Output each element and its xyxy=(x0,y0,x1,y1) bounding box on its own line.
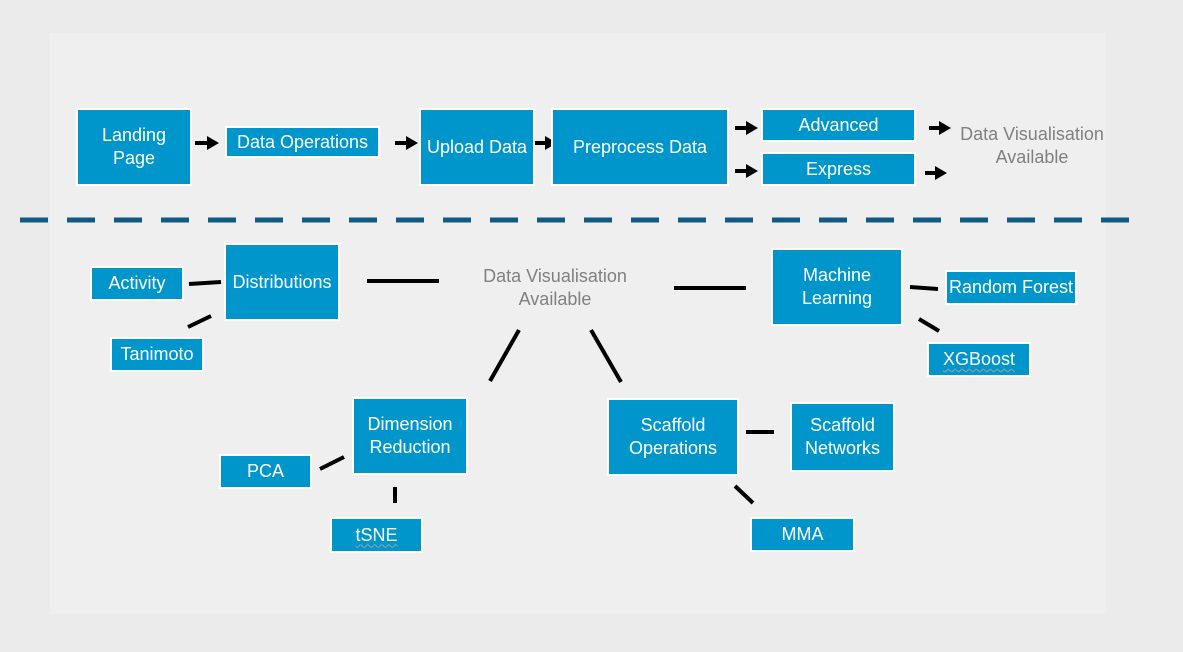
preprocess-data-node: Preprocess Data xyxy=(551,108,729,186)
upload-data-node: Upload Data xyxy=(419,108,535,186)
scaffold-operations-node: Scaffold Operations xyxy=(607,398,739,476)
random-forest-label: Random Forest xyxy=(948,277,1074,297)
dimension-reduction-label: Dimension Reduction xyxy=(367,414,453,457)
xgboost-node: XGBoost xyxy=(927,342,1031,377)
connector-dimension-reduction-pca xyxy=(319,455,345,471)
map-center-label: Data Visualisation Available xyxy=(483,266,627,309)
pca-label: PCA xyxy=(246,461,284,481)
express-node: Express xyxy=(761,152,916,186)
connector-scaffold-operations-mma xyxy=(733,484,755,505)
machine-learning-label: Machine Learning xyxy=(801,265,873,308)
pca-node: PCA xyxy=(219,454,312,489)
connector-machine-learning-xgboost xyxy=(917,317,941,333)
connector-center-scaffold-operations xyxy=(589,329,623,383)
machine-learning-node: Machine Learning xyxy=(771,248,903,326)
activity-label: Activity xyxy=(108,273,166,293)
arrow-landing-to-data-operations xyxy=(195,136,219,150)
arrow-express-to-visualisation xyxy=(925,166,947,180)
flow-data-visualisation-label: Data Visualisation Available xyxy=(960,124,1104,167)
express-label: Express xyxy=(805,158,872,179)
landing-page-node: Landing Page xyxy=(76,108,192,186)
data-operations-node: Data Operations xyxy=(225,126,380,158)
distributions-node: Distributions xyxy=(224,243,340,321)
connector-tanimoto-distributions xyxy=(187,314,212,329)
advanced-label: Advanced xyxy=(798,114,879,135)
landing-page-label: Landing Page xyxy=(101,125,167,168)
upload-data-label: Upload Data xyxy=(426,136,528,157)
mma-label: MMA xyxy=(781,524,824,544)
tsne-node: tSNE xyxy=(330,517,423,553)
data-operations-label: Data Operations xyxy=(236,131,369,152)
scaffold-networks-node: Scaffold Networks xyxy=(790,402,895,472)
random-forest-node: Random Forest xyxy=(945,270,1077,305)
arrow-preprocess-to-express xyxy=(735,164,758,178)
arrow-preprocess-to-advanced xyxy=(735,121,758,135)
scaffold-networks-label: Scaffold Networks xyxy=(804,415,880,458)
connector-activity-distributions xyxy=(188,280,222,286)
xgboost-label: XGBoost xyxy=(942,349,1016,369)
tsne-label: tSNE xyxy=(355,524,398,545)
connector-machine-learning-random-forest xyxy=(909,285,939,291)
arrow-advanced-to-visualisation xyxy=(929,121,951,135)
distributions-label: Distributions xyxy=(232,271,332,292)
scaffold-operations-label: Scaffold Operations xyxy=(628,415,718,458)
connector-center-dimension-reduction xyxy=(488,329,521,382)
mma-node: MMA xyxy=(750,517,855,552)
tanimoto-node: Tanimoto xyxy=(110,337,204,372)
activity-node: Activity xyxy=(90,266,184,301)
arrow-data-operations-to-upload xyxy=(395,136,418,150)
advanced-node: Advanced xyxy=(761,108,916,142)
dimension-reduction-node: Dimension Reduction xyxy=(352,397,468,475)
tanimoto-label: Tanimoto xyxy=(120,344,194,364)
preprocess-data-label: Preprocess Data xyxy=(572,136,708,157)
